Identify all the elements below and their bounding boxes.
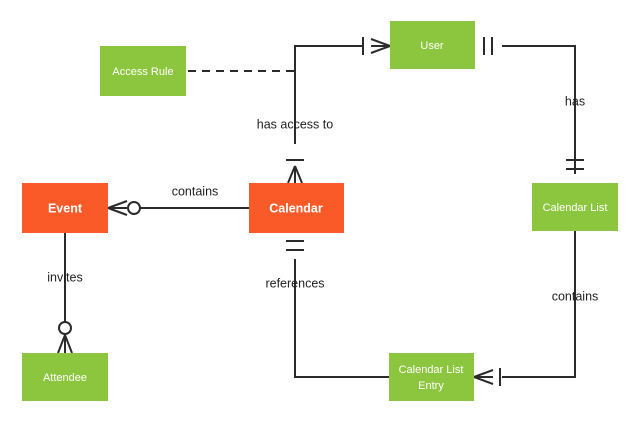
entity-calendar-list-label: Calendar List (543, 202, 608, 214)
cardinality-zero-or-many-event-right (107, 200, 141, 216)
relationship-label-has: has (565, 94, 585, 108)
edge-user-to-calendar (294, 45, 362, 144)
entity-calendar-list-entry-label-line2: Entry (418, 380, 444, 392)
entity-calendar-list-box[interactable] (532, 183, 618, 231)
entity-calendar-list-entry-label-line1: Calendar List (399, 364, 464, 376)
entity-calendar-label: Calendar (269, 201, 323, 215)
entity-access-rule-label: Access Rule (112, 66, 173, 78)
edge-calendar-to-list-entry (294, 259, 389, 378)
entity-calendar[interactable]: Calendar (249, 183, 344, 233)
edge-user-to-calendar-list (502, 45, 576, 174)
entity-calendar-list-entry-box[interactable] (389, 353, 474, 401)
cardinality-exactly-one-calendar-bottom (286, 240, 304, 251)
cardinality-exactly-one-calendar-list-top (566, 159, 584, 170)
relationship-label-contains-list-entry: contains (552, 289, 599, 303)
entity-calendar-box[interactable] (249, 183, 344, 233)
cardinality-one-to-many-user-left (362, 37, 391, 55)
entity-access-rule[interactable]: Access Rule (100, 46, 186, 96)
entity-user[interactable]: User (390, 21, 475, 69)
entity-event-label: Event (48, 201, 83, 215)
entity-calendar-list[interactable]: Calendar List (532, 183, 618, 231)
relationship-label-invites: invites (47, 270, 82, 284)
edge-calendar-list-to-list-entry (502, 231, 576, 378)
entity-access-rule-box[interactable] (100, 46, 186, 96)
cardinality-exactly-one-user-right (483, 37, 493, 55)
entity-event-box[interactable] (22, 183, 108, 233)
relationship-label-references: references (265, 276, 324, 290)
entity-event[interactable]: Event (22, 183, 108, 233)
entity-user-label: User (420, 40, 444, 52)
relationship-label-has-access-to: has access to (257, 117, 333, 131)
cardinality-zero-or-many-attendee-top (57, 321, 73, 354)
cardinality-one-to-many-calendar-top (286, 159, 304, 184)
cardinality-one-to-many-list-entry-right (473, 368, 501, 386)
entity-calendar-list-entry[interactable]: Calendar List Entry (389, 353, 474, 401)
entity-user-box[interactable] (390, 21, 475, 69)
entity-attendee-box[interactable] (22, 353, 108, 401)
relationship-label-contains-event-calendar: contains (172, 184, 219, 198)
entity-attendee-label: Attendee (43, 372, 87, 384)
entity-attendee[interactable]: Attendee (22, 353, 108, 401)
